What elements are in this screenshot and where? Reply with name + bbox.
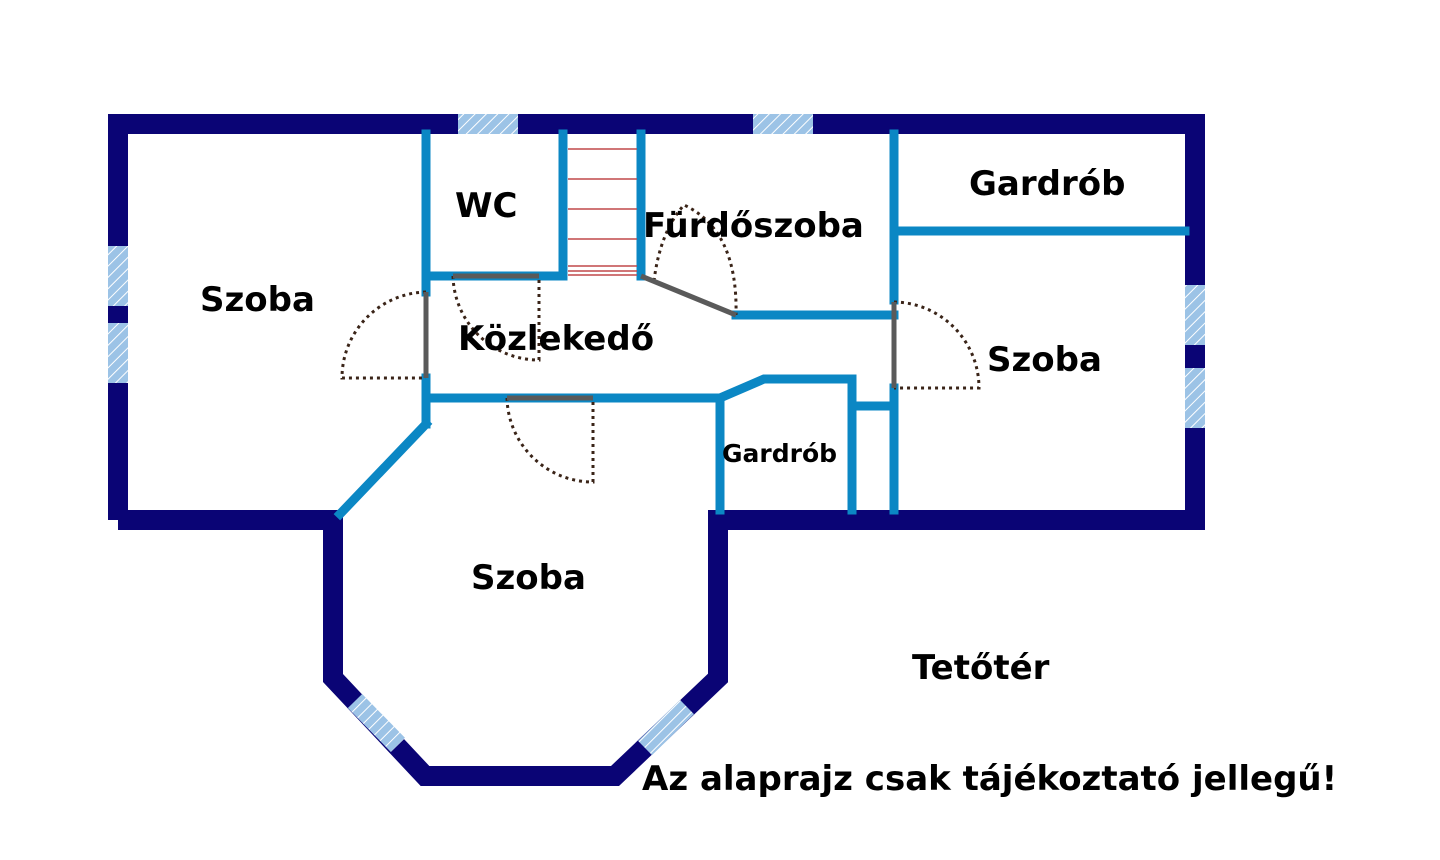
label-szoba-bottom: Szoba — [471, 558, 586, 598]
window-right-2 — [1185, 368, 1205, 428]
wall-gardrob-small — [715, 374, 857, 515]
door-furdoszoba — [640, 203, 738, 318]
window-right-1 — [1185, 285, 1205, 345]
label-kozlekedo: Közlekedő — [458, 319, 654, 359]
window-bay-right — [638, 699, 694, 756]
label-gardrob-top: Gardrób — [969, 164, 1125, 204]
windows — [108, 114, 1205, 756]
label-disclaimer: Az alaprajz csak tájékoztató jellegű! — [642, 759, 1337, 799]
window-left-1 — [108, 246, 128, 306]
label-szoba-right: Szoba — [987, 340, 1102, 380]
stairs — [568, 148, 637, 276]
label-furdoszoba: Fürdőszoba — [643, 206, 864, 246]
label-szoba-left: Szoba — [200, 280, 315, 320]
door-wc — [451, 273, 541, 362]
wall-diagonal — [333, 417, 433, 521]
room-labels: Szoba WC Fürdőszoba Gardrób Közlekedő Sz… — [200, 164, 1337, 799]
label-wc: WC — [455, 186, 517, 226]
doors — [340, 203, 981, 484]
door-szoba-left — [340, 290, 429, 380]
label-floor-name: Tetőtér — [912, 648, 1050, 688]
inner-walls — [333, 129, 1190, 521]
window-bay-left — [347, 694, 406, 752]
window-top-left — [458, 114, 518, 134]
window-left-2 — [108, 323, 128, 383]
outer-wall-bay — [323, 510, 728, 786]
window-top-right — [753, 114, 813, 134]
door-szoba-right — [891, 300, 981, 390]
label-gardrob-small: Gardrób — [722, 439, 837, 468]
door-szoba-bottom — [505, 395, 595, 484]
